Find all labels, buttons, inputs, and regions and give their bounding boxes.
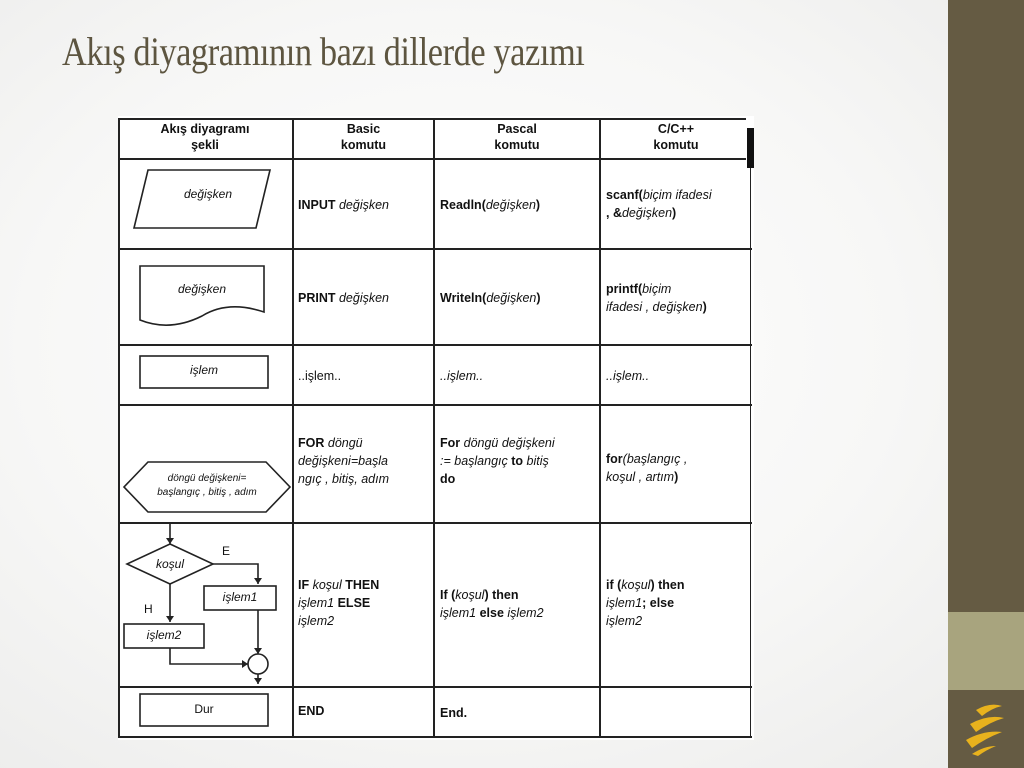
process-c: ..işlem.. <box>606 369 650 383</box>
header-c: C/C++komutu <box>653 122 699 152</box>
loop-shape-label: döngü değişkeni=başlangıç , bitiş , adım <box>157 473 257 498</box>
end-rectangle <box>139 693 269 727</box>
end-pascal: End. <box>440 706 468 720</box>
decision-pascal: If (koşul) then işlem1 else işlem2 <box>440 588 544 620</box>
process-rectangle <box>139 355 269 389</box>
input-basic: INPUT değişken <box>298 198 390 212</box>
end-basic: END <box>298 704 325 718</box>
flowchart-shapes <box>122 169 292 727</box>
brand-logo-icon <box>966 704 1004 756</box>
decision-c: if (koşul) then işlem1; else işlem2 <box>606 578 685 628</box>
decision-no-label: H <box>144 602 153 616</box>
slide-title: Akış diyagramının bazı dillerde yazımı <box>62 29 585 74</box>
process1-label: işlem1 <box>222 590 258 604</box>
loop-hexagon <box>122 461 292 513</box>
end-shape-label: Dur <box>194 702 214 716</box>
output-basic: PRINT değişken <box>298 291 390 305</box>
input-c: scanf(biçim ifadesi , &değişken) <box>606 188 712 220</box>
output-pascal: Writeln(değişken) <box>440 291 541 305</box>
loop-basic: FOR döngü değişkeni=başla ngıç , bitiş, … <box>298 436 390 486</box>
process-shape-label: işlem <box>189 363 218 377</box>
output-document-shape <box>139 265 265 326</box>
connector-circle <box>247 653 269 675</box>
decision-yes-label: E <box>222 544 231 558</box>
process2-box <box>123 623 205 649</box>
scan-edge-mark <box>747 128 754 168</box>
decorative-band-top <box>948 0 1024 612</box>
decision-condition-label: koşul <box>155 557 184 571</box>
decorative-band-middle <box>948 612 1024 690</box>
input-parallelogram <box>132 169 272 229</box>
output-shape-label: değişken <box>177 282 227 296</box>
process1-box <box>203 585 277 611</box>
decorative-band-bottom <box>948 690 1024 768</box>
decision-basic: IF koşul THEN işlem1 ELSE işlem2 <box>298 578 380 628</box>
output-c: printf(biçim ifadesi , değişken) <box>606 282 707 314</box>
loop-c: for(başlangıç , koşul , artım) <box>606 452 688 484</box>
input-shape-label: değişken <box>183 187 233 201</box>
process2-label: işlem2 <box>146 628 182 642</box>
process-pascal: ..işlem.. <box>440 369 484 383</box>
process-basic: ..işlem.. <box>298 369 342 383</box>
input-pascal: Readln(değişken) <box>440 198 541 212</box>
loop-pascal: For döngü değişkeni := başlangıç to biti… <box>440 436 555 486</box>
